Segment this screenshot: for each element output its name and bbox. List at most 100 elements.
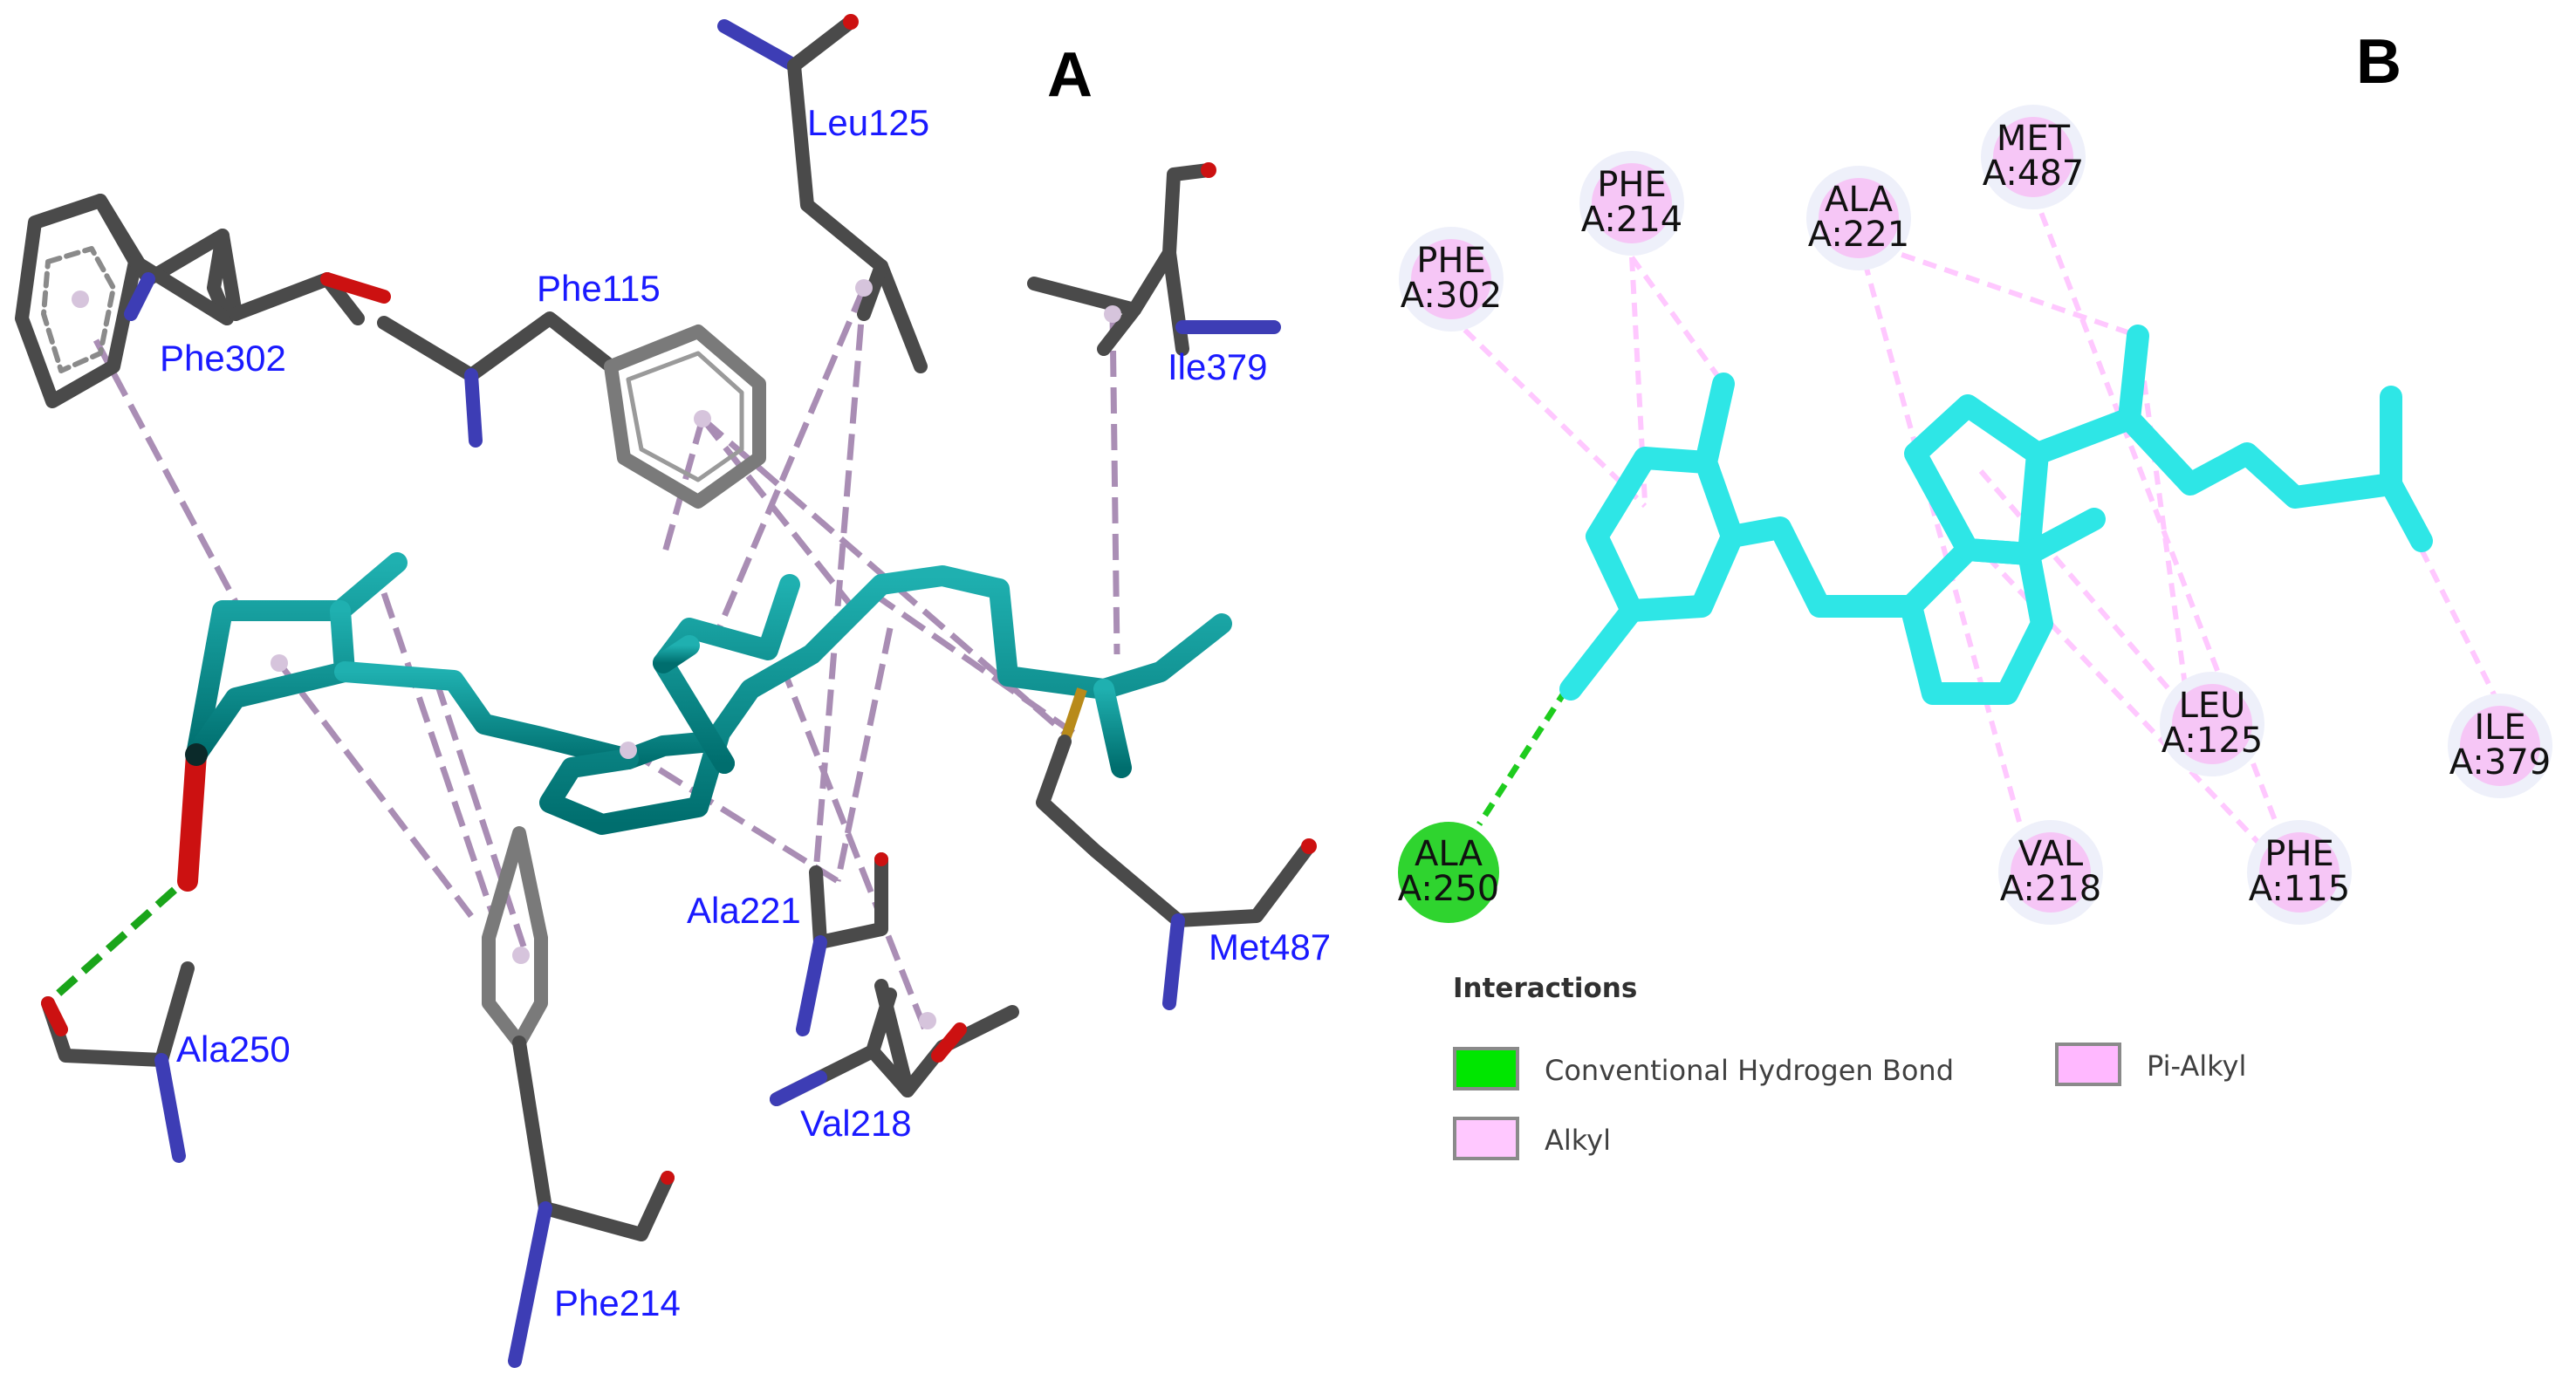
residue-phe214-sticks: [482, 826, 675, 1368]
interaction-line: [1109, 313, 1120, 655]
interaction-line: [380, 591, 497, 918]
hydrogen-bond-line: [50, 886, 177, 1002]
node-ala250: ALA A:250: [1398, 822, 1499, 923]
node-number: A:221: [1808, 215, 1909, 255]
oxygen-atom: [661, 1171, 675, 1185]
interaction-line: [1629, 256, 1648, 502]
residue-ala221-sticks: [796, 852, 888, 1036]
panel-label-b: B: [2356, 27, 2401, 97]
hydrogen-bond-line: [1476, 687, 1569, 826]
legend-label: Conventional Hydrogen Bond: [1545, 1054, 1954, 1087]
interaction-centroid: [271, 654, 288, 672]
node-circle: [2259, 832, 2340, 913]
interaction-line: [834, 627, 894, 882]
node-name: PHE: [1416, 241, 1485, 281]
node-circle: [1398, 822, 1499, 923]
interaction-line: [2135, 335, 2193, 725]
legend-label: Pi-Alkyl: [2147, 1049, 2247, 1083]
residue-label-val218: Val218: [800, 1103, 912, 1144]
legend-label: Alkyl: [1545, 1124, 1611, 1157]
interaction-centroid: [919, 1012, 936, 1029]
interaction-line: [871, 591, 1075, 735]
panel-b-nodes: PHE A:302 PHE A:214 ALA A:221 MET A:487: [1398, 105, 2552, 925]
interaction-line: [627, 748, 839, 884]
interaction-centroid: [1104, 305, 1121, 323]
interaction-line: [2031, 190, 2298, 874]
ring-centroid: [72, 291, 89, 308]
residue-ala250-sticks: [41, 961, 195, 1163]
node-name: ALA: [1825, 180, 1894, 220]
node-leu125: LEU A:125: [2160, 672, 2264, 776]
interaction-line: [433, 679, 527, 948]
node-phe302: PHE A:302: [1399, 227, 1504, 332]
node-ile379: ILE A:379: [2448, 694, 2552, 798]
node-met487: MET A:487: [1981, 105, 2086, 209]
panel-label-a: A: [1047, 40, 1093, 110]
interaction-line: [1446, 311, 1648, 509]
node-number: A:302: [1401, 276, 1502, 316]
residue-label-phe115: Phe115: [537, 268, 661, 309]
residue-phe302-sticks: [15, 194, 391, 408]
interaction-line: [92, 338, 239, 604]
residue-label-ile379: Ile379: [1168, 346, 1267, 387]
interactions-legend: Interactions Conventional Hydrogen Bond …: [1453, 973, 2326, 1182]
legend-swatch: [1453, 1047, 1519, 1090]
residue-label-phe214: Phe214: [554, 1282, 681, 1323]
node-circle: [1819, 178, 1899, 258]
node-phe214: PHE A:214: [1579, 151, 1684, 256]
node-ala221: ALA A:221: [1806, 166, 1911, 270]
node-name: MET: [1997, 119, 2071, 159]
residue-label-ala221: Ala221: [687, 890, 801, 931]
residue-label-met487: Met487: [1209, 926, 1331, 967]
residue-leu125-sticks: [717, 15, 928, 373]
interaction-line: [778, 661, 928, 1031]
residue-met487-sticks: [1036, 735, 1316, 1010]
node-circle: [1592, 163, 1672, 243]
residue-label-phe302: Phe302: [160, 338, 286, 379]
ring-centroid: [694, 410, 711, 427]
node-circle: [2172, 684, 2252, 764]
node-number: A:250: [1398, 869, 1499, 909]
node-number: A:218: [2000, 869, 2101, 909]
pi-alkyl-interactions: [92, 286, 1120, 1031]
interaction-line: [1858, 237, 2139, 338]
interaction-line: [277, 660, 474, 919]
node-number: A:125: [2162, 721, 2263, 761]
node-val218: VAL A:218: [1998, 820, 2103, 925]
oxygen-atom: [1201, 162, 1216, 178]
interaction-line: [660, 418, 706, 559]
legend-title: Interactions: [1453, 973, 1638, 1004]
oxygen-atom: [874, 852, 888, 866]
panel-a-labels: Phe302 Phe115 Leu125 Ile379 Ala221 Met48…: [160, 102, 1331, 1323]
oxygen-atom: [1301, 838, 1317, 854]
interaction-line: [700, 416, 858, 613]
interaction-line: [1629, 256, 1726, 386]
residue-val218-sticks: [770, 979, 1019, 1106]
node-circle: [2011, 832, 2091, 913]
node-circle: [2460, 706, 2540, 786]
residue-phe115-sticks: [377, 311, 766, 509]
node-circle: [1411, 239, 1491, 319]
node-circle: [1993, 117, 2073, 197]
panel-a: Phe302 Phe115 Leu125 Ile379 Ala221 Met48…: [15, 14, 1331, 1368]
interaction-centroid: [620, 742, 637, 759]
node-name: VAL: [2018, 834, 2084, 874]
legend-swatch: [1453, 1117, 1519, 1160]
node-name: PHE: [2264, 834, 2333, 874]
oxygen-atom: [843, 14, 859, 30]
sulfur-bond: [1059, 687, 1087, 743]
node-number: A:214: [1581, 200, 1682, 240]
legend-swatch: [2055, 1043, 2121, 1086]
chiral-carbon: [185, 743, 208, 766]
ring-centroid: [512, 947, 530, 964]
node-number: A:115: [2249, 869, 2350, 909]
node-name: LEU: [2179, 686, 2246, 726]
interaction-line: [712, 286, 867, 639]
ligand-sticks: [177, 552, 1232, 892]
node-number: A:379: [2449, 742, 2551, 783]
interaction-line: [1978, 469, 2202, 726]
panel-b: PHE A:302 PHE A:214 ALA A:221 MET A:487: [1398, 27, 2552, 925]
node-name: ILE: [2474, 708, 2525, 748]
residue-label-leu125: Leu125: [807, 102, 929, 143]
